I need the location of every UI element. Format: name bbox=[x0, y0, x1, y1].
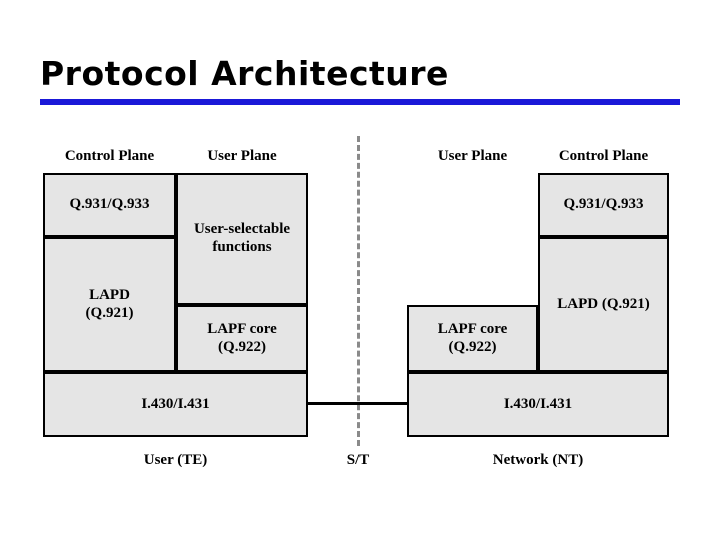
page-title: Protocol Architecture bbox=[40, 54, 449, 93]
box-right-lapd-q921[interactable]: LAPD (Q.921) bbox=[538, 237, 669, 372]
left-column-header-control-plane: Control Plane bbox=[64, 148, 155, 164]
box-left-user-selectable-functions[interactable]: User-selectable functions bbox=[176, 173, 308, 305]
box-right-lapf-core-q922[interactable]: LAPF core (Q.922) bbox=[407, 305, 538, 372]
box-right-q931-q933[interactable]: Q.931/Q.933 bbox=[538, 173, 669, 237]
box-left-q931-q933[interactable]: Q.931/Q.933 bbox=[43, 173, 176, 237]
box-left-i430-i431[interactable]: I.430/I.431 bbox=[43, 372, 308, 437]
box-left-lapf-core-q922[interactable]: LAPF core (Q.922) bbox=[176, 305, 308, 372]
title-underline-rule bbox=[40, 99, 680, 105]
right-column-header-control-plane: Control Plane bbox=[558, 148, 649, 164]
center-label-st: S/T bbox=[346, 452, 370, 468]
st-reference-dashed-line bbox=[357, 136, 360, 446]
left-footer-label-user-te: User (TE) bbox=[143, 452, 208, 468]
physical-layer-connector-line bbox=[306, 402, 410, 405]
right-column-header-user-plane: User Plane bbox=[437, 148, 508, 164]
right-footer-label-network-nt: Network (NT) bbox=[492, 452, 584, 468]
box-left-lapd-q921[interactable]: LAPD (Q.921) bbox=[43, 237, 176, 372]
box-right-i430-i431[interactable]: I.430/I.431 bbox=[407, 372, 669, 437]
left-column-header-user-plane: User Plane bbox=[207, 148, 277, 164]
